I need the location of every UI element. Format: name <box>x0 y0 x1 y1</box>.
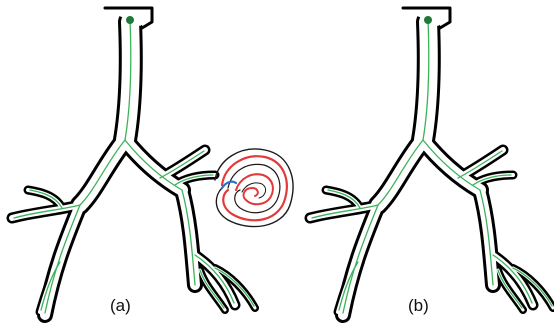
panel-b: (b) <box>310 8 553 315</box>
seed-point-b <box>424 16 432 24</box>
panel-label-b: (b) <box>408 296 429 315</box>
segmentation-leak-spiral <box>215 149 293 227</box>
airway-tree-a <box>12 8 255 315</box>
airway-tree-b <box>310 8 553 315</box>
panel-label-a: (a) <box>110 296 131 315</box>
seed-point-a <box>126 16 134 24</box>
panel-a: (a) <box>12 8 293 315</box>
